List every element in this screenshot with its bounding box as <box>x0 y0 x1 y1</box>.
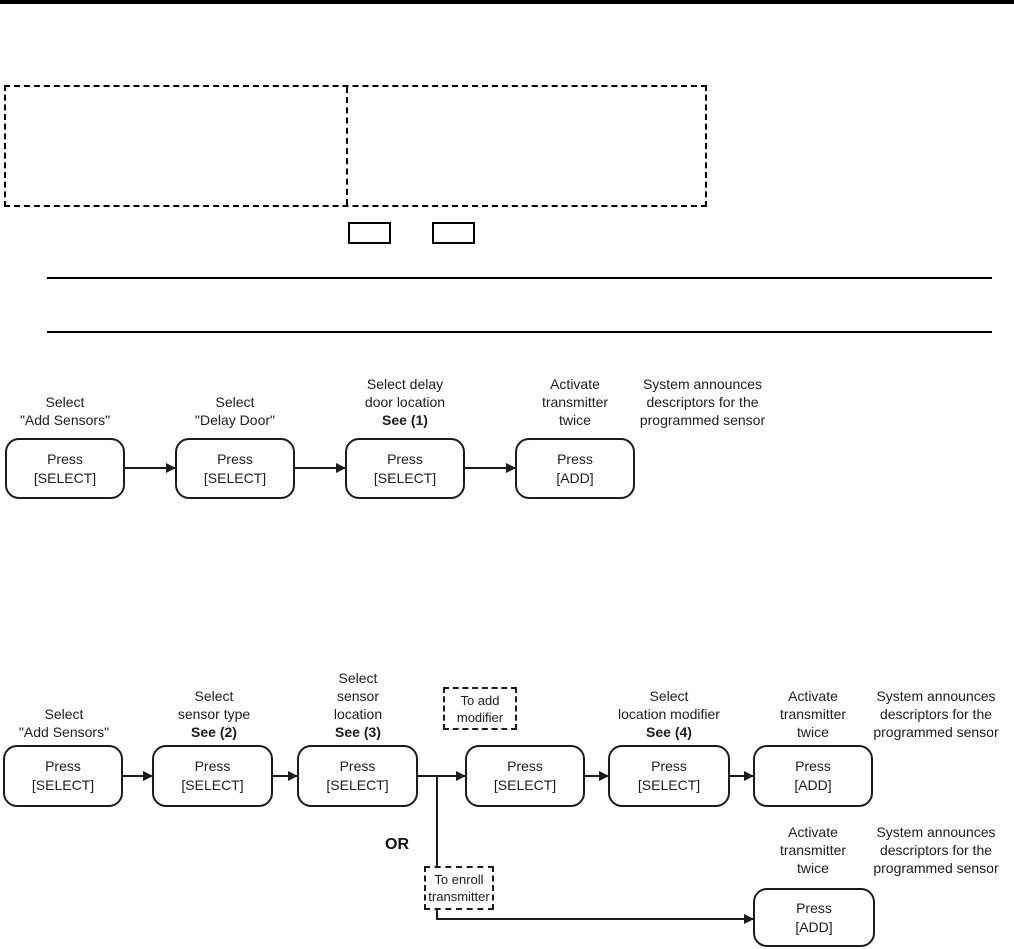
flow1-step2-box: Press [SELECT] <box>175 438 295 499</box>
flow2-alt-activate-label: Activate transmitter twice <box>779 824 847 876</box>
flow2-step4-box: Press [SELECT] <box>465 745 585 807</box>
flow1-arrow-3 <box>465 467 515 469</box>
flow2-step1-box: Press [SELECT] <box>3 745 123 807</box>
flow2-step5-box: Press [SELECT] <box>608 745 730 807</box>
or-label: OR <box>385 836 409 853</box>
flow2-step6-label: Activate transmitter twice <box>779 688 847 740</box>
flow1-step1-label: Select "Add Sensors" <box>19 394 111 428</box>
flow1-arrow-1 <box>125 467 175 469</box>
reference-table <box>4 85 707 207</box>
reference-table-divider <box>346 87 348 205</box>
reference-table-cell-2 <box>348 87 705 205</box>
flow2-step5-label: Select location modifier See (4) <box>618 688 720 740</box>
flow1-result-label: System announces descriptors for the pro… <box>639 376 766 428</box>
to-enroll-transmitter-note: To enroll transmitter <box>424 866 494 910</box>
flow1-step3-label: Select delay door location See (1) <box>364 376 446 428</box>
flow1-step1-box: Press [SELECT] <box>5 438 125 499</box>
flow2-alt-result-label: System announces descriptors for the pro… <box>873 824 999 876</box>
horizontal-rule-2 <box>47 331 992 333</box>
to-add-modifier-note: To add modifier <box>443 687 517 730</box>
horizontal-rule-1 <box>47 277 992 279</box>
flow2-arrow-3 <box>418 775 465 777</box>
flow2-arrow-1 <box>123 775 152 777</box>
flow1-arrow-2 <box>295 467 345 469</box>
small-box-2 <box>432 222 475 244</box>
flow2-alt-add-box: Press [ADD] <box>753 888 875 947</box>
top-divider-bar <box>0 0 1014 4</box>
flow1-step2-label: Select "Delay Door" <box>195 394 275 428</box>
flow2-step3-box: Press [SELECT] <box>297 745 418 807</box>
flow1-step3-box: Press [SELECT] <box>345 438 465 499</box>
small-box-1 <box>348 222 391 244</box>
branch-bottom-arrow <box>436 918 753 920</box>
flow2-step3-label: Select sensor location See (3) <box>333 670 383 740</box>
flow2-step2-label: Select sensor type See (2) <box>177 688 251 740</box>
flow2-arrow-5 <box>730 775 753 777</box>
flow2-arrow-4 <box>585 775 608 777</box>
flow2-arrow-2 <box>273 775 297 777</box>
flow2-step1-label: Select "Add Sensors" <box>18 706 110 740</box>
flow2-step2-box: Press [SELECT] <box>152 745 273 807</box>
flow1-step4-label: Activate transmitter twice <box>541 376 609 428</box>
reference-table-cell-1 <box>6 87 346 205</box>
branch-vertical-line <box>436 776 438 920</box>
flow2-result-label: System announces descriptors for the pro… <box>873 688 999 740</box>
flow1-step4-box: Press [ADD] <box>515 438 635 499</box>
flow2-step6-box: Press [ADD] <box>753 745 873 807</box>
